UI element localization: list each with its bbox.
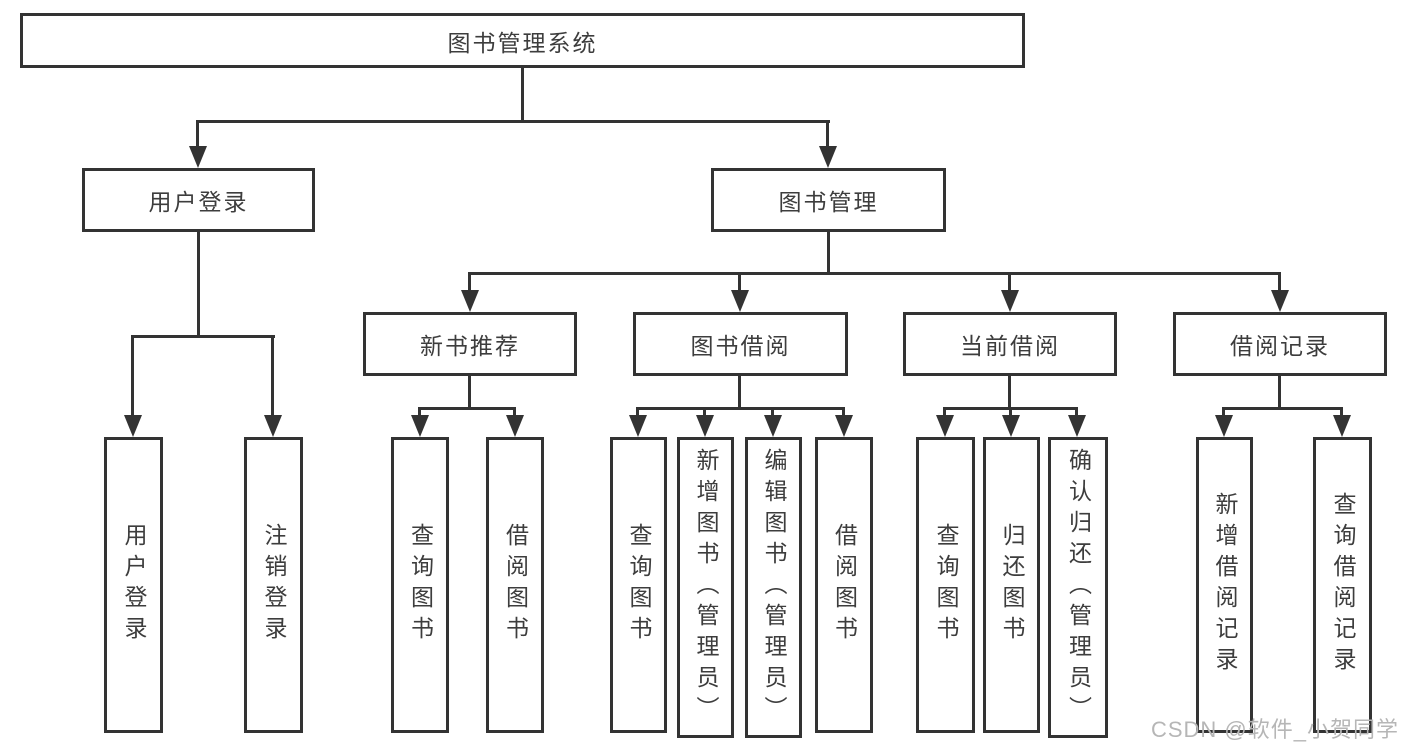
- leaf-logout: 注销登录: [244, 437, 303, 733]
- down-arrow-icon: [1001, 272, 1019, 312]
- down-arrow-icon: [819, 120, 837, 168]
- down-arrow-icon: [629, 407, 647, 437]
- leaf-borrow-search: 查询图书: [610, 437, 667, 733]
- down-arrow-icon: [835, 407, 853, 437]
- connector-book-borrow-bar: [637, 407, 845, 410]
- node-new-book-recommend: 新书推荐: [363, 312, 577, 376]
- down-arrow-icon: [461, 272, 479, 312]
- down-arrow-icon: [1271, 272, 1289, 312]
- connector-root-stem: [521, 68, 524, 122]
- leaf-add-book-admin: 新增图书（管理员）: [677, 437, 734, 738]
- leaf-confirm-return-admin-label: 确认归还（管理员）: [1065, 448, 1092, 727]
- down-arrow-icon: [189, 120, 207, 168]
- down-arrow-icon: [411, 407, 429, 437]
- leaf-borrow-book: 借阅图书: [815, 437, 873, 733]
- leaf-search-borrow-record: 查询借阅记录: [1313, 437, 1372, 733]
- down-arrow-icon: [1002, 407, 1020, 437]
- leaf-add-borrow-record-label: 新增借阅记录: [1212, 492, 1238, 678]
- leaf-user-login: 用户登录: [104, 437, 163, 733]
- node-user-login-label: 用户登录: [148, 189, 249, 215]
- down-arrow-icon: [696, 407, 714, 437]
- node-new-book-recommend-label: 新书推荐: [420, 333, 520, 359]
- connector-new-book-stem: [468, 376, 471, 410]
- connector-current-borrow-stem: [1008, 376, 1011, 410]
- down-arrow-icon: [1333, 407, 1351, 437]
- leaf-edit-book-admin: 编辑图书（管理员）: [745, 437, 802, 738]
- node-root-label: 图书管理系统: [447, 29, 598, 56]
- leaf-return-book-label: 归还图书: [999, 523, 1025, 647]
- connector-borrow-records-stem: [1278, 376, 1281, 410]
- leaf-borrow-search-label: 查询图书: [626, 523, 652, 647]
- csdn-watermark: CSDN @软件_小贺同学: [1150, 717, 1399, 742]
- down-arrow-icon: [506, 407, 524, 437]
- leaf-logout-label: 注销登录: [261, 523, 287, 647]
- connector-borrow-records-bar: [1223, 407, 1343, 410]
- leaf-newbook-borrow: 借阅图书: [486, 437, 544, 733]
- node-book-management: 图书管理: [711, 168, 946, 232]
- leaf-borrow-book-label: 借阅图书: [831, 523, 858, 647]
- leaf-newbook-borrow-label: 借阅图书: [502, 523, 529, 647]
- down-arrow-icon: [731, 272, 749, 312]
- leaf-edit-book-admin-label: 编辑图书（管理员）: [761, 448, 787, 727]
- connector-book-management-bar: [469, 272, 1281, 275]
- down-arrow-icon: [1215, 407, 1233, 437]
- connector-new-book-bar: [419, 407, 516, 410]
- node-borrow-records-label: 借阅记录: [1230, 333, 1330, 359]
- node-root: 图书管理系统: [20, 13, 1025, 68]
- down-arrow-icon: [1068, 407, 1086, 437]
- down-arrow-icon: [936, 407, 954, 437]
- down-arrow-icon: [124, 335, 142, 437]
- down-arrow-icon: [764, 407, 782, 437]
- leaf-current-search: 查询图书: [916, 437, 975, 733]
- connector-book-management-stem: [827, 232, 830, 275]
- node-book-management-label: 图书管理: [778, 189, 879, 215]
- connector-root-bar: [197, 120, 830, 123]
- leaf-current-search-label: 查询图书: [933, 523, 959, 647]
- leaf-add-book-admin-label: 新增图书（管理员）: [693, 448, 719, 727]
- node-current-borrow: 当前借阅: [903, 312, 1117, 376]
- node-book-borrow-label: 图书借阅: [690, 333, 791, 359]
- leaf-newbook-search-label: 查询图书: [407, 523, 434, 647]
- connector-book-borrow-stem: [738, 376, 741, 410]
- connector-user-login-stem: [197, 232, 200, 338]
- node-borrow-records: 借阅记录: [1173, 312, 1387, 376]
- connector-user-login-bar: [132, 335, 275, 338]
- leaf-newbook-search: 查询图书: [391, 437, 449, 733]
- leaf-search-borrow-record-label: 查询借阅记录: [1330, 492, 1356, 678]
- node-user-login: 用户登录: [82, 168, 315, 232]
- leaf-confirm-return-admin: 确认归还（管理员）: [1048, 437, 1108, 738]
- node-book-borrow: 图书借阅: [633, 312, 848, 376]
- down-arrow-icon: [264, 335, 282, 437]
- leaf-return-book: 归还图书: [983, 437, 1040, 733]
- node-current-borrow-label: 当前借阅: [960, 333, 1060, 359]
- leaf-user-login-label: 用户登录: [121, 523, 147, 647]
- leaf-add-borrow-record: 新增借阅记录: [1196, 437, 1253, 733]
